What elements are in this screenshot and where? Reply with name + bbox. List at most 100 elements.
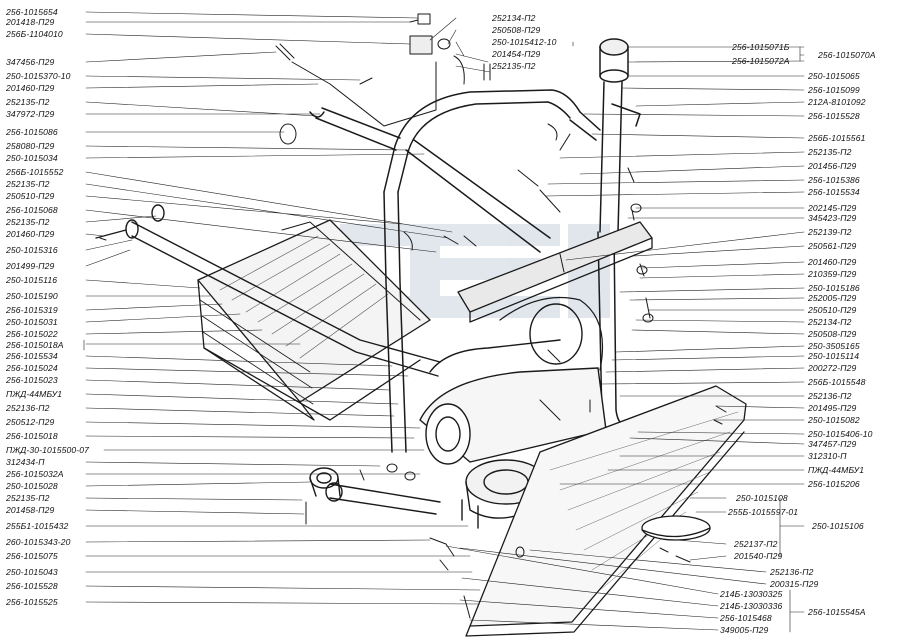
right-leader-lines bbox=[83, 46, 805, 633]
callout-label: 201460-П29 bbox=[6, 229, 55, 239]
callout-label: 252136-П2 bbox=[808, 391, 852, 401]
callout-label: 256-1015525 bbox=[6, 597, 58, 607]
callout-label: 250-1015412-10 bbox=[492, 37, 557, 47]
callout-label: 214Б-13030325 bbox=[720, 589, 783, 599]
callout-label: 256Б-1015548 bbox=[808, 377, 866, 387]
callout-label: 250-1015316 bbox=[6, 245, 58, 255]
callout-label: 256-1015099 bbox=[808, 85, 860, 95]
callout-label: 252135-П2 bbox=[808, 147, 852, 157]
callout-label: 214Б-13030336 bbox=[720, 601, 783, 611]
callout-label: 250-1015370-10 bbox=[6, 71, 71, 81]
callout-label: 250512-П29 bbox=[6, 417, 55, 427]
callout-label: 256-1015545А bbox=[808, 607, 866, 617]
callout-label: 210359-П29 bbox=[808, 269, 857, 279]
callout-label: 256-1015068 bbox=[6, 205, 58, 215]
callout-label: ПЖД-30-1015500-07 bbox=[6, 445, 90, 455]
callout-label: 201456-П29 bbox=[808, 161, 857, 171]
callout-label: 256-1015075 bbox=[6, 551, 58, 561]
callout-label: 250-1015108 bbox=[736, 493, 788, 503]
heater-body bbox=[419, 296, 607, 465]
callout-label: 250-1015065 bbox=[808, 71, 860, 81]
callout-label: 201454-П29 bbox=[492, 49, 541, 59]
callout-label: 252135-П2 bbox=[6, 179, 50, 189]
callout-label: ПЖД-44МБУ1 bbox=[6, 389, 63, 399]
callout-label: 256-1015070А bbox=[818, 50, 876, 60]
callout-label: 256-1015032А bbox=[6, 469, 64, 479]
callout-label: 212А-8101092 bbox=[808, 97, 866, 107]
mounting-bracket-plate bbox=[457, 221, 653, 323]
callout-label: 250-1015406-10 bbox=[808, 429, 873, 439]
callout-label: 201460-П29 bbox=[6, 83, 55, 93]
callout-label: 250-1015031 bbox=[6, 317, 58, 327]
callout-label: 312310-П bbox=[808, 451, 847, 461]
callout-label: 256-1015072А bbox=[732, 56, 790, 66]
heater-radiator-box bbox=[197, 219, 431, 421]
callout-label: 252135-П2 bbox=[492, 61, 536, 71]
callout-label: 250508-П29 bbox=[808, 329, 857, 339]
left-leader-lines bbox=[85, 11, 481, 605]
callout-label: 256-1015534 bbox=[808, 187, 860, 197]
callout-label: 256-1015319 bbox=[6, 305, 58, 315]
callout-label: 256-1015654 bbox=[6, 7, 58, 17]
callout-label: 256-1015528 bbox=[808, 111, 860, 121]
small-fittings bbox=[99, 13, 727, 619]
callout-label: 255Б-1015597-01 bbox=[728, 507, 799, 517]
radiator-panel bbox=[465, 385, 747, 637]
callout-label: 250510-П29 bbox=[808, 305, 857, 315]
callout-label: 256-1015534 bbox=[6, 351, 58, 361]
upper-pipe-frame bbox=[309, 89, 581, 453]
callout-label: 250-1015043 bbox=[6, 567, 58, 577]
callout-label: 252139-П2 bbox=[808, 227, 852, 237]
callout-label: 252005-П29 bbox=[808, 293, 857, 303]
callout-label: 256-1015024 bbox=[6, 363, 58, 373]
callout-label: 256-1015023 bbox=[6, 375, 58, 385]
callout-label: 256-1015468 bbox=[720, 613, 772, 623]
callout-label: 201499-П29 bbox=[6, 261, 55, 271]
callout-label: 252134-П2 bbox=[492, 13, 536, 23]
callout-label: 250-1015082 bbox=[808, 415, 860, 425]
callout-label: ПЖД-44МБУ1 bbox=[808, 465, 865, 475]
callout-label: 312434-П bbox=[6, 457, 45, 467]
callout-label: 252137-П2 bbox=[734, 539, 778, 549]
callout-label: 255Б1-1015432 bbox=[6, 521, 69, 531]
callout-label: 256Б-1104010 bbox=[6, 29, 63, 39]
callout-label: 250561-П29 bbox=[808, 241, 857, 251]
callout-label: 256-1015018 bbox=[6, 431, 58, 441]
callout-label: 256-1015022 bbox=[6, 329, 58, 339]
callout-label: 256-1015086 bbox=[6, 127, 58, 137]
callout-label: 256-1015018А bbox=[6, 340, 64, 350]
callout-label: 202145-П29 bbox=[808, 203, 857, 213]
callout-label: 256-1015386 bbox=[808, 175, 860, 185]
callout-label: 252134-П2 bbox=[808, 317, 852, 327]
callout-label: 201495-П29 bbox=[808, 403, 857, 413]
callout-label: 347972-П29 bbox=[6, 109, 55, 119]
callout-label: 345423-П29 bbox=[808, 213, 857, 223]
callout-label: 252135-П2 bbox=[6, 97, 50, 107]
left-bypass-tube bbox=[95, 204, 441, 377]
callout-label: 250-1015114 bbox=[808, 351, 860, 361]
callout-label: 256-1015071Б bbox=[732, 42, 790, 52]
callout-label: 250-3505165 bbox=[808, 341, 860, 351]
callout-label: 200315-П29 bbox=[770, 579, 819, 589]
callout-label: 256Б-1015561 bbox=[808, 133, 866, 143]
callout-label: 201458-П29 bbox=[6, 505, 55, 515]
top-leader-lines bbox=[429, 17, 574, 73]
callout-label: 250-1015106 bbox=[812, 521, 864, 531]
callout-label: 256Б-1015552 bbox=[6, 167, 64, 177]
callout-label: 252135-П2 bbox=[6, 217, 50, 227]
callout-label: 252136-П2 bbox=[770, 567, 814, 577]
callout-label: 250508-П29 bbox=[492, 25, 541, 35]
callout-label: 252135-П2 bbox=[6, 493, 50, 503]
callout-label: 201418-П29 bbox=[6, 17, 55, 27]
callout-label: 258080-П29 bbox=[6, 141, 55, 151]
callout-label: 250510-П29 bbox=[6, 191, 55, 201]
callout-label: 256-1015206 bbox=[808, 479, 860, 489]
lower-outlet-pipe bbox=[309, 467, 441, 515]
callout-label: 200272-П29 bbox=[808, 363, 857, 373]
callout-label: 250-1015116 bbox=[6, 275, 58, 285]
callout-label: 260-1015343-20 bbox=[6, 537, 71, 547]
callout-label: 256-1015528 bbox=[6, 581, 58, 591]
callout-label: 201460-П29 bbox=[808, 257, 857, 267]
